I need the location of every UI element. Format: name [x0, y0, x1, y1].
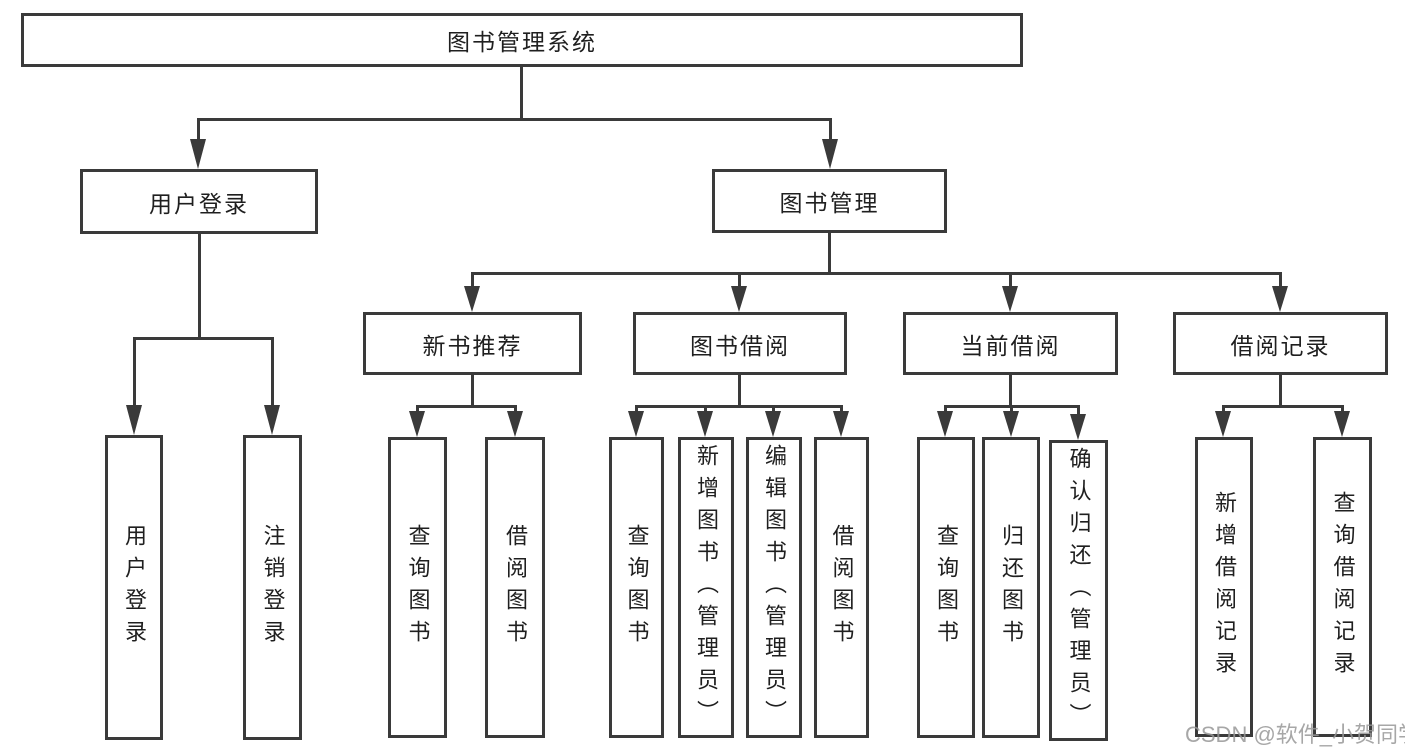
connector-line: [520, 67, 523, 118]
leaf-edit-book-admin-label: 编辑图书（管理员）: [762, 443, 787, 732]
leaf-borrow-book-1: 借阅图书: [485, 437, 545, 738]
connector-line: [1010, 405, 1013, 411]
leaf-return-book-label: 归还图书: [999, 523, 1024, 652]
arrow-down-icon: [126, 405, 142, 435]
leaf-borrow-book-1-label: 借阅图书: [503, 523, 528, 652]
connector-line: [133, 337, 274, 340]
node-root: 图书管理系统: [21, 13, 1023, 67]
leaf-add-book-admin: 新增图书（管理员）: [678, 437, 734, 738]
connector-line: [1009, 272, 1012, 286]
node-book-borrow-label: 图书借阅: [690, 332, 790, 359]
arrow-down-icon: [1215, 411, 1231, 437]
connector-line: [1279, 272, 1282, 286]
arrow-down-icon: [765, 411, 781, 437]
connector-line: [828, 233, 831, 272]
leaf-add-borrow-record-label: 新增借阅记录: [1212, 491, 1237, 683]
arrow-down-icon: [1002, 286, 1018, 312]
connector-line: [635, 405, 843, 408]
node-current-borrow: 当前借阅: [903, 312, 1118, 375]
connector-line: [471, 272, 1281, 275]
leaf-borrow-book-2-label: 借阅图书: [829, 523, 855, 652]
leaf-query-book-2: 查询图书: [609, 437, 664, 738]
leaf-query-book-3: 查询图书: [917, 437, 975, 738]
arrow-down-icon: [697, 411, 713, 437]
connector-line: [471, 375, 474, 405]
arrow-down-icon: [1070, 414, 1086, 440]
node-user-login: 用户登录: [80, 169, 318, 234]
arrow-down-icon: [628, 411, 644, 437]
connector-line: [133, 337, 136, 405]
connector-line: [197, 118, 200, 139]
node-book-management: 图书管理: [712, 169, 947, 233]
leaf-user-login: 用户登录: [105, 435, 163, 740]
connector-line: [772, 405, 775, 411]
connector-line: [738, 272, 741, 286]
connector-line: [271, 337, 274, 405]
connector-line: [416, 405, 419, 411]
node-new-book-recommend-label: 新书推荐: [422, 332, 523, 359]
connector-line: [1341, 405, 1344, 411]
connector-line: [471, 272, 474, 286]
connector-line: [1222, 405, 1225, 411]
leaf-add-borrow-record: 新增借阅记录: [1195, 437, 1253, 737]
leaf-query-borrow-record-label: 查询借阅记录: [1330, 491, 1356, 683]
connector-line: [1009, 375, 1012, 405]
node-book-management-label: 图书管理: [779, 190, 880, 216]
arrow-down-icon: [507, 411, 523, 437]
node-borrow-records-label: 借阅记录: [1230, 332, 1331, 359]
node-book-borrow: 图书借阅: [633, 312, 847, 375]
leaf-query-book-2-label: 查询图书: [624, 523, 650, 652]
arrow-down-icon: [833, 411, 849, 437]
connector-line: [738, 375, 741, 405]
arrow-down-icon: [190, 139, 206, 169]
connector-line: [416, 405, 517, 408]
connector-line: [198, 234, 201, 337]
arrow-down-icon: [937, 411, 953, 437]
arrow-down-icon: [731, 286, 747, 312]
arrow-down-icon: [1334, 411, 1350, 437]
leaf-edit-book-admin: 编辑图书（管理员）: [746, 437, 802, 738]
arrow-down-icon: [409, 411, 425, 437]
leaf-confirm-return-admin: 确认归还（管理员）: [1049, 440, 1108, 741]
arrow-down-icon: [1272, 286, 1288, 312]
connector-line: [704, 405, 707, 411]
node-root-label: 图书管理系统: [447, 29, 597, 55]
connector-line: [840, 405, 843, 411]
leaf-query-book-3-label: 查询图书: [934, 523, 959, 652]
connector-line: [514, 405, 517, 411]
connector-line: [197, 118, 832, 121]
node-new-book-recommend: 新书推荐: [363, 312, 582, 375]
arrow-down-icon: [1003, 411, 1019, 437]
leaf-logout-label: 注销登录: [260, 523, 286, 652]
connector-line: [1077, 405, 1080, 414]
arrow-down-icon: [464, 286, 480, 312]
leaf-confirm-return-admin-label: 确认归还（管理员）: [1066, 446, 1092, 735]
node-user-login-label: 用户登录: [149, 190, 249, 217]
leaf-add-book-admin-label: 新增图书（管理员）: [694, 443, 719, 732]
node-current-borrow-label: 当前借阅: [960, 332, 1061, 359]
connector-line: [1279, 375, 1282, 405]
leaf-user-login-label: 用户登录: [122, 523, 147, 652]
leaf-query-borrow-record: 查询借阅记录: [1313, 437, 1372, 737]
leaf-query-book-1: 查询图书: [388, 437, 447, 738]
leaf-return-book: 归还图书: [982, 437, 1040, 738]
leaf-query-book-1-label: 查询图书: [405, 523, 431, 652]
node-borrow-records: 借阅记录: [1173, 312, 1388, 375]
connector-line: [635, 405, 638, 411]
leaf-borrow-book-2: 借阅图书: [814, 437, 869, 738]
connector-line: [944, 405, 947, 411]
arrow-down-icon: [822, 139, 838, 169]
leaf-logout: 注销登录: [243, 435, 302, 740]
connector-line: [1222, 405, 1343, 408]
csdn-watermark: CSDN @软件_小贺同学: [1185, 722, 1405, 747]
connector-line: [829, 118, 832, 139]
arrow-down-icon: [264, 405, 280, 435]
